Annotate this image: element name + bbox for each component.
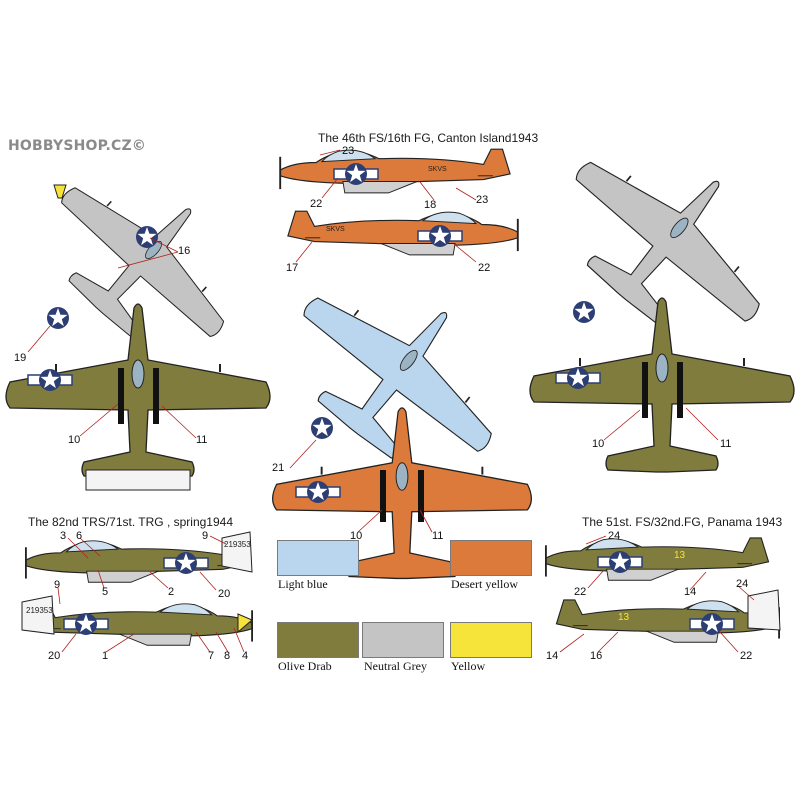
callout-6: 6: [76, 530, 83, 542]
callout-10-right: 10: [592, 438, 605, 450]
callout-22-d: 22: [740, 650, 753, 662]
right-walkway-r: [677, 362, 683, 418]
brand-watermark: HOBBYSHOP.CZ©: [8, 138, 147, 154]
82trs-tail-white-b: [21, 595, 55, 635]
callout-22-a: 22: [310, 198, 323, 210]
callout-10-center: 10: [350, 530, 363, 542]
center-walkway-r: [418, 470, 424, 522]
82trs-tail-white-a: [221, 531, 253, 573]
title-82nd-trs: The 82nd TRS/71st. TRG , spring1944: [28, 515, 234, 529]
callout-1: 1: [102, 650, 109, 662]
46fs-side-view-right: [286, 210, 519, 256]
callout-19: 19: [14, 352, 27, 364]
callout-23-a: 23: [342, 145, 355, 157]
swatch-desert-yellow: [450, 540, 532, 576]
swatch-light-blue: [277, 540, 359, 576]
callout-14-a: 14: [684, 586, 697, 598]
callout-18: 18: [424, 199, 437, 211]
callout-22-b: 22: [478, 262, 491, 274]
swatch-neutral-grey: [362, 622, 444, 658]
leader-lines: [27, 149, 755, 653]
82trs-side-view-a: [24, 538, 250, 584]
number-13-b: 13: [618, 612, 630, 623]
left-nose-yellow: [53, 184, 67, 199]
callout-14-b: 14: [546, 650, 559, 662]
code-marking-46b: SKVS: [326, 226, 345, 233]
callout-20-a: 20: [218, 588, 231, 600]
callout-9-b: 9: [54, 579, 61, 591]
callout-20-b: 20: [48, 650, 61, 662]
right-walkway-l: [642, 362, 648, 418]
serial-marking-a: 219353: [224, 540, 251, 549]
center-underside-insignia: [311, 417, 333, 439]
swatch-label-neutral-grey: Neutral Grey: [364, 659, 427, 673]
number-13-a: 13: [674, 550, 686, 561]
left-top-view: [5, 303, 271, 479]
callout-11-center: 11: [432, 530, 444, 542]
callout-16: 16: [178, 245, 191, 257]
callout-11-right: 11: [720, 438, 732, 450]
82trs-side-view-b: [28, 601, 253, 647]
51fs-tail-white: [747, 589, 781, 631]
51fs-side-view-b: [555, 598, 781, 644]
51fs-side-view-a: [544, 536, 770, 582]
left-walkway-l: [118, 368, 124, 424]
callout-17: 17: [286, 262, 299, 274]
callout-24-b: 24: [736, 578, 749, 590]
swatch-yellow: [450, 622, 532, 658]
swatch-label-yellow: Yellow: [451, 659, 486, 673]
swatch-label-light-blue: Light blue: [278, 577, 328, 591]
callout-16-b: 16: [590, 650, 603, 662]
callout-4: 4: [242, 650, 249, 662]
left-tail-white: [85, 469, 191, 491]
swatch-label-desert-yellow: Desert yellow: [451, 577, 518, 591]
serial-marking-b: 219353: [26, 606, 53, 615]
callout-7: 7: [208, 650, 215, 662]
46fs-side-view-left: [279, 148, 512, 194]
callout-21: 21: [272, 462, 285, 474]
callout-5: 5: [102, 586, 109, 598]
left-walkway-r: [153, 368, 159, 424]
code-marking-46a: SKVS: [428, 166, 447, 173]
title-46th-fs: The 46th FS/16th FG, Canton Island1943: [318, 131, 539, 145]
callout-2: 2: [168, 586, 175, 598]
callout-8: 8: [224, 650, 231, 662]
callout-22-c: 22: [574, 586, 587, 598]
callout-9-a: 9: [202, 530, 209, 542]
callout-24-a: 24: [608, 530, 621, 542]
right-underside-insignia: [573, 301, 595, 323]
swatch-label-olive-drab: Olive Drab: [278, 659, 332, 673]
callout-3: 3: [60, 530, 67, 542]
swatch-olive-drab: [277, 622, 359, 658]
callout-10-left: 10: [68, 434, 81, 446]
title-51st-fs: The 51st. FS/32nd.FG, Panama 1943: [582, 515, 783, 529]
callout-11-left: 11: [196, 434, 208, 446]
center-walkway-l: [380, 470, 386, 522]
82trs-nose-yellow: [237, 613, 253, 634]
callout-23-b: 23: [476, 194, 489, 206]
